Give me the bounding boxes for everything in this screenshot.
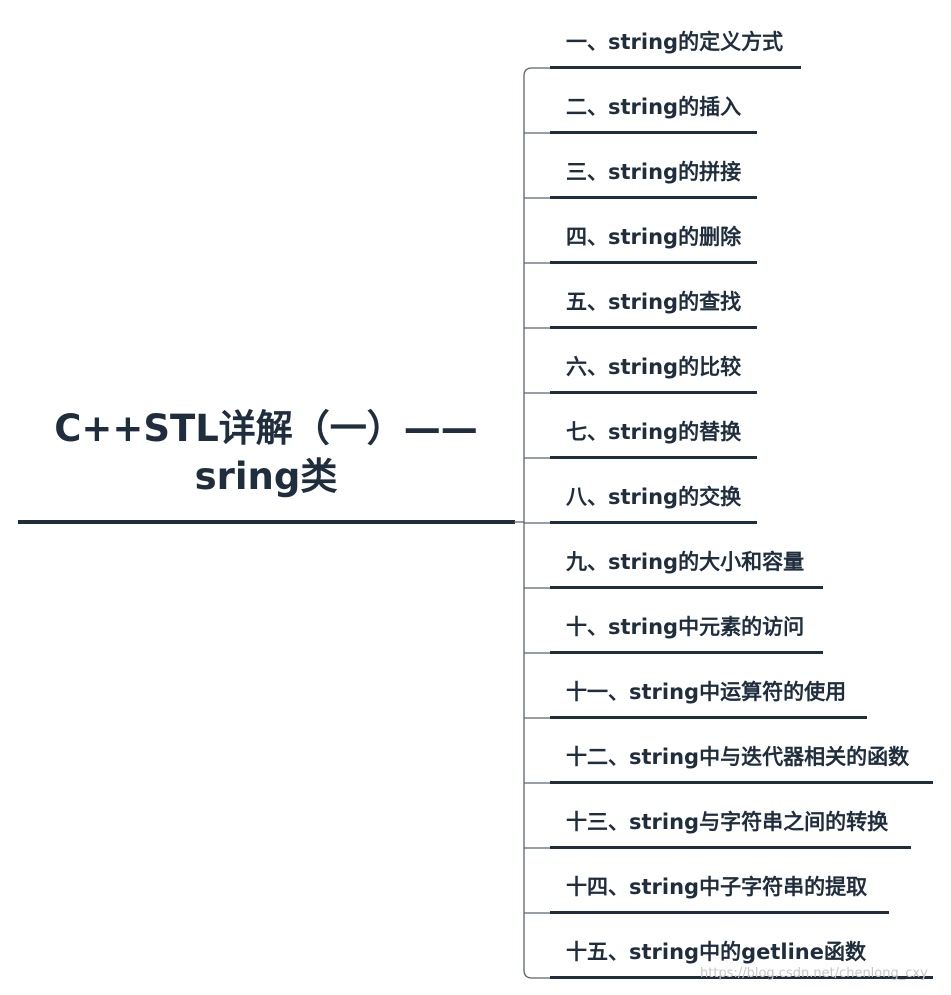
root-topic-underline [18,520,515,524]
branch-topic-label: 九、string的大小和容量 [566,550,805,574]
branch-topic-label: 十三、string与字符串之间的转换 [566,810,889,834]
branch-topic[interactable]: 九、string的大小和容量 [550,540,823,589]
branch-topic-underline [550,911,889,914]
root-topic-line1: C++STL详解（一）—— [54,407,478,450]
branch-topic-underline [550,261,757,264]
watermark: https://blog.csdn.net/chenlong_cxy [700,966,928,981]
branch-topic-underline [550,66,801,69]
branch-topic[interactable]: 三、string的拼接 [550,150,757,199]
branch-topic[interactable]: 十四、string中子字符串的提取 [550,865,889,914]
branch-topic-underline [550,716,867,719]
branch-topic[interactable]: 十三、string与字符串之间的转换 [550,800,911,849]
branch-topic[interactable]: 八、string的交换 [550,475,757,524]
branch-topic[interactable]: 十、string中元素的访问 [550,605,823,654]
connector-path [514,67,552,979]
branch-topic-label: 四、string的删除 [566,225,742,249]
branch-topic-underline [550,651,823,654]
branch-topic[interactable]: 四、string的删除 [550,215,757,264]
branch-topic-underline [550,781,933,784]
branch-topic[interactable]: 十一、string中运算符的使用 [550,670,867,719]
branch-topic-underline [550,326,757,329]
branch-topic-label: 八、string的交换 [566,485,742,509]
branch-topic-label: 十二、string中与迭代器相关的函数 [566,745,910,769]
branch-topic-label: 二、string的插入 [566,95,742,119]
branch-topic-label: 五、string的查找 [566,290,742,314]
branch-topic-underline [550,196,757,199]
branch-topic[interactable]: 十二、string中与迭代器相关的函数 [550,735,933,784]
branch-topic-underline [550,586,823,589]
branch-topic-label: 十、string中元素的访问 [566,615,805,639]
branch-topic-label: 十五、string中的getline函数 [566,940,866,964]
branch-topic-underline [550,131,757,134]
branch-topic[interactable]: 五、string的查找 [550,280,757,329]
branch-topic[interactable]: 七、string的替换 [550,410,757,459]
root-topic-line2: sring类 [194,455,338,498]
branch-topic-label: 六、string的比较 [566,355,742,379]
branch-topic-underline [550,846,911,849]
branch-topic-underline [550,521,757,524]
branch-topic-underline [550,456,757,459]
branch-topic[interactable]: 十五、string中的getline函数 [550,930,933,979]
branch-topic-label: 三、string的拼接 [566,160,742,184]
branch-topic[interactable]: 二、string的插入 [550,85,757,134]
branch-topic[interactable]: 一、string的定义方式 [550,20,801,69]
branch-topic-label: 十一、string中运算符的使用 [566,680,847,704]
branch-topic-underline [550,391,757,394]
branch-topic-label: 七、string的替换 [566,420,742,444]
branch-topic-underline [550,976,933,979]
branch-topic-label: 十四、string中子字符串的提取 [566,875,868,899]
root-topic[interactable]: C++STL详解（一）—— sring类 [18,405,514,501]
branch-topic[interactable]: 六、string的比较 [550,345,757,394]
branch-topic-label: 一、string的定义方式 [566,30,784,54]
